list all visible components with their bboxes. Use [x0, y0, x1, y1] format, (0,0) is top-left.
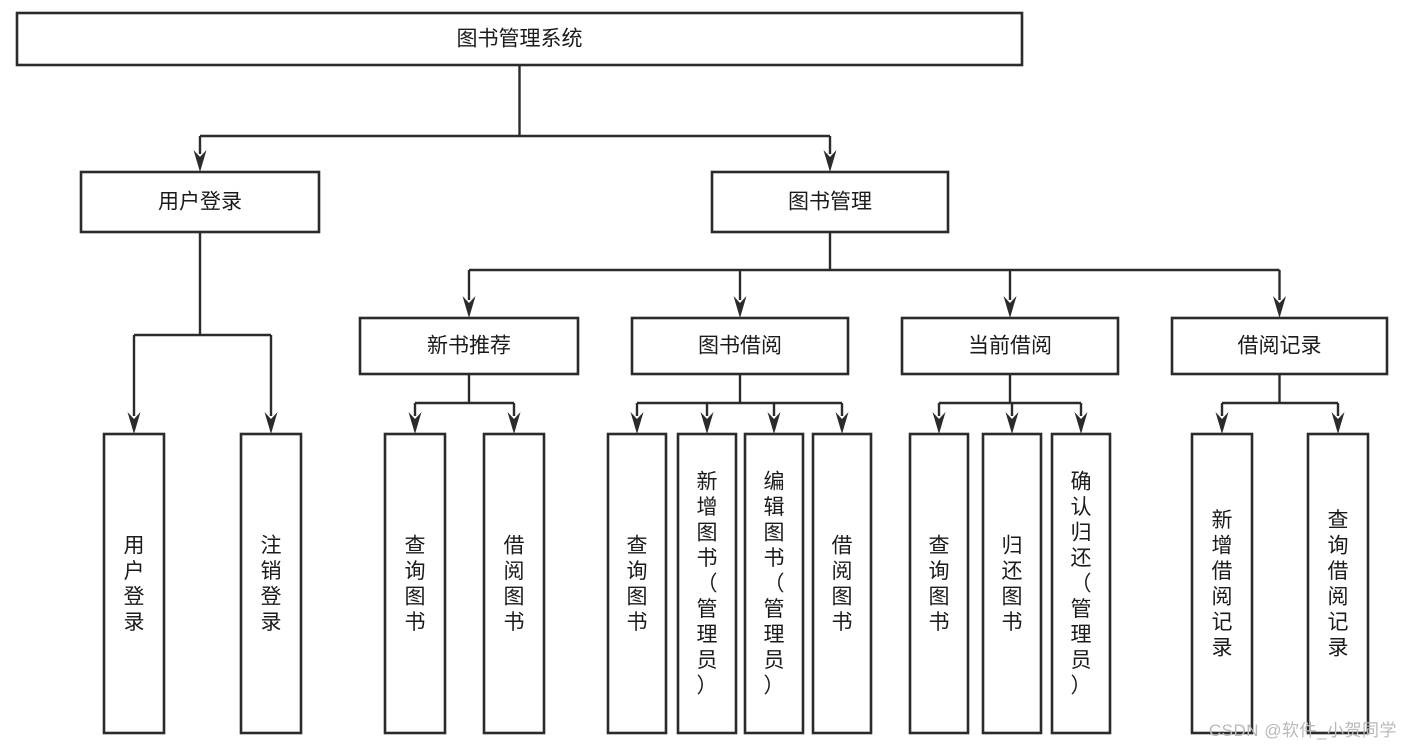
node-leaf-add-borrow-record[interactable]: 新增借阅记录: [1190, 432, 1254, 735]
node-new-book-recommend[interactable]: 新书推荐: [358, 316, 580, 376]
node-leaf-user-login[interactable]: 用户登录: [102, 432, 166, 735]
node-label-book-manage: 图书管理: [788, 191, 872, 214]
node-box-leaf-user-logout[interactable]: [239, 432, 303, 735]
node-box-current-borrow[interactable]: [900, 316, 1120, 376]
node-leaf-borrow-book[interactable]: 借阅图书: [811, 432, 873, 735]
node-current-borrow[interactable]: 当前借阅: [900, 316, 1120, 376]
node-box-borrow-record[interactable]: [1170, 316, 1389, 376]
node-leaf-borrow-book-recommend[interactable]: 借阅图书: [482, 432, 546, 735]
node-box-book-borrow[interactable]: [630, 316, 850, 376]
node-box-user-login[interactable]: [79, 170, 321, 234]
node-label-user-login: 用户登录: [158, 191, 242, 214]
node-box-leaf-user-login[interactable]: [102, 432, 166, 735]
edge-group-current-borrow: [932, 374, 1088, 434]
arrow-head-icon: [700, 412, 714, 434]
node-root[interactable]: 图书管理系统: [15, 11, 1024, 67]
node-box-leaf-query-book-current[interactable]: [908, 432, 970, 735]
arrow-head-icon: [835, 412, 849, 434]
node-label-leaf-add-borrow-record: 新增借阅记录: [1212, 509, 1233, 660]
node-label-leaf-borrow-book: 借阅图书: [832, 534, 853, 634]
edge-group-root: [193, 65, 837, 172]
node-label-root: 图书管理系统: [457, 28, 583, 51]
edge-group-user-login: [127, 232, 278, 434]
node-label-leaf-return-book: 归还图书: [1002, 534, 1023, 634]
node-label-leaf-query-book-borrow: 查询图书: [627, 534, 648, 634]
node-box-leaf-return-book[interactable]: [981, 432, 1043, 735]
arrow-head-icon: [1215, 412, 1229, 434]
arrow-head-icon: [127, 412, 141, 434]
node-label-book-borrow: 图书借阅: [698, 335, 782, 358]
node-label-new-book-recommend: 新书推荐: [427, 335, 511, 358]
node-leaf-add-book[interactable]: 新增图书（管理员）: [676, 432, 738, 735]
node-leaf-query-book-borrow[interactable]: 查询图书: [606, 432, 668, 735]
node-leaf-user-logout[interactable]: 注销登录: [239, 432, 303, 735]
node-box-leaf-query-book-recommend[interactable]: [383, 432, 447, 735]
node-label-leaf-edit-book: 编辑图书（管理员）: [764, 471, 785, 698]
node-label-leaf-user-login: 用户登录: [124, 534, 145, 634]
edge-group-book-borrow: [630, 374, 849, 434]
node-box-leaf-query-book-borrow[interactable]: [606, 432, 668, 735]
node-leaf-query-borrow-record[interactable]: 查询借阅记录: [1306, 432, 1370, 735]
edges-layer: [127, 65, 1345, 434]
arrow-head-icon: [1273, 296, 1286, 318]
node-user-login[interactable]: 用户登录: [79, 170, 321, 234]
node-label-leaf-query-borrow-record: 查询借阅记录: [1328, 509, 1349, 660]
node-box-new-book-recommend[interactable]: [358, 316, 580, 376]
node-box-leaf-edit-book[interactable]: [743, 432, 805, 735]
node-leaf-return-book[interactable]: 归还图书: [981, 432, 1043, 735]
node-leaf-confirm-return[interactable]: 确认归还（管理员）: [1050, 432, 1112, 735]
node-label-leaf-add-book: 新增图书（管理员）: [697, 471, 718, 698]
arrow-head-icon: [1005, 412, 1019, 434]
watermark-label: CSDN @软件_小贺同学: [1208, 721, 1397, 740]
node-box-book-manage[interactable]: [710, 170, 950, 234]
arrow-head-icon: [733, 296, 747, 318]
arrow-head-icon: [630, 412, 644, 434]
arrow-head-icon: [932, 412, 946, 434]
arrow-head-icon: [264, 412, 278, 434]
node-label-current-borrow: 当前借阅: [968, 335, 1052, 358]
arrow-head-icon: [1003, 296, 1017, 318]
arrow-head-icon: [408, 412, 422, 434]
node-box-leaf-borrow-book[interactable]: [811, 432, 873, 735]
node-book-manage[interactable]: 图书管理: [710, 170, 950, 234]
arrow-head-icon: [823, 150, 837, 172]
arrow-head-icon: [507, 412, 521, 434]
node-box-root[interactable]: [15, 11, 1024, 67]
node-book-borrow[interactable]: 图书借阅: [630, 316, 850, 376]
node-box-leaf-add-borrow-record[interactable]: [1190, 432, 1254, 735]
edge-group-book-manage: [462, 232, 1286, 318]
arrow-head-icon: [1331, 412, 1345, 434]
node-label-leaf-query-book-current: 查询图书: [929, 534, 950, 634]
node-box-leaf-borrow-book-recommend[interactable]: [482, 432, 546, 735]
node-box-leaf-add-book[interactable]: [676, 432, 738, 735]
edge-group-new-book-recommend: [408, 374, 521, 434]
edge-group-borrow-record: [1215, 374, 1345, 434]
node-leaf-edit-book[interactable]: 编辑图书（管理员）: [743, 432, 805, 735]
node-label-borrow-record: 借阅记录: [1238, 335, 1322, 358]
arrow-head-icon: [1074, 412, 1088, 434]
arrow-head-icon: [193, 150, 207, 172]
node-leaf-query-book-recommend[interactable]: 查询图书: [383, 432, 447, 735]
node-box-leaf-query-borrow-record[interactable]: [1306, 432, 1370, 735]
nodes-layer: 图书管理系统用户登录图书管理新书推荐图书借阅当前借阅借阅记录用户登录注销登录查询…: [15, 11, 1389, 735]
node-leaf-query-book-current[interactable]: 查询图书: [908, 432, 970, 735]
node-label-leaf-query-book-recommend: 查询图书: [405, 534, 426, 634]
node-label-leaf-confirm-return: 确认归还（管理员）: [1071, 471, 1092, 698]
node-box-leaf-confirm-return[interactable]: [1050, 432, 1112, 735]
arrow-head-icon: [462, 296, 476, 318]
node-label-leaf-user-logout: 注销登录: [261, 534, 282, 634]
node-label-leaf-borrow-book-recommend: 借阅图书: [504, 534, 525, 634]
arrow-head-icon: [767, 412, 781, 434]
node-borrow-record[interactable]: 借阅记录: [1170, 316, 1389, 376]
